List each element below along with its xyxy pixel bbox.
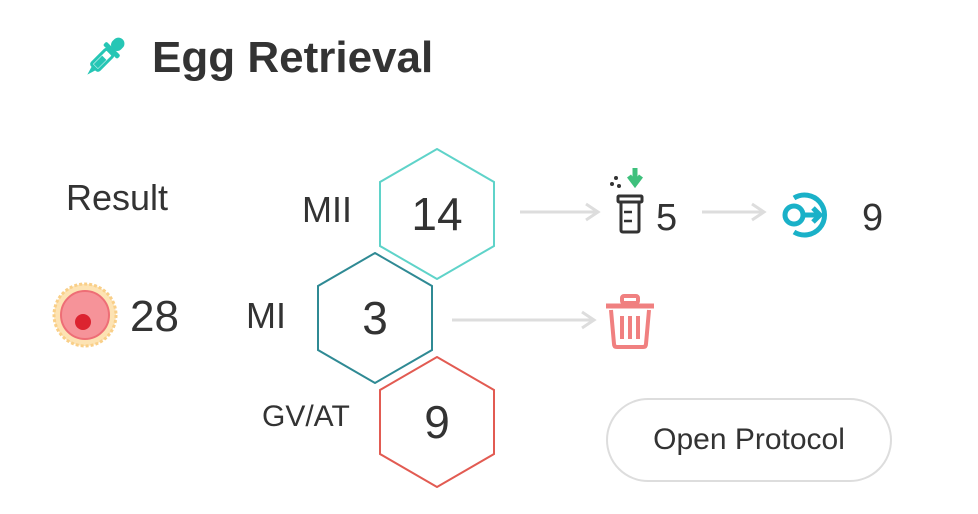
gv-at-hexagon-outline — [379, 356, 495, 488]
arrow-right-icon — [702, 202, 767, 222]
arrow-right-icon — [452, 310, 597, 330]
frozen-count: 5 — [656, 197, 678, 239]
egg-icon — [52, 282, 118, 348]
dropper-icon — [87, 37, 125, 75]
trash-icon — [606, 294, 654, 349]
mi-hexagon-outline — [317, 252, 433, 384]
thaw-icon — [782, 192, 827, 238]
total-eggs-count: 28 — [130, 292, 179, 341]
arrow-right-icon — [520, 202, 601, 222]
open-protocol-button[interactable]: Open Protocol — [606, 398, 892, 482]
mii-label: MII — [302, 189, 352, 230]
gv-at-label: GV/AT — [262, 400, 350, 433]
gv-at-count: 9 — [424, 396, 450, 448]
used-count: 9 — [862, 197, 884, 239]
mii-count: 14 — [411, 188, 463, 240]
mii-hexagon-outline — [379, 148, 495, 280]
page-title: Egg Retrieval — [152, 33, 434, 82]
mi-count: 3 — [362, 292, 388, 344]
mi-label: MI — [246, 295, 286, 336]
vial-icon — [610, 168, 644, 234]
result-label: Result — [66, 177, 169, 218]
